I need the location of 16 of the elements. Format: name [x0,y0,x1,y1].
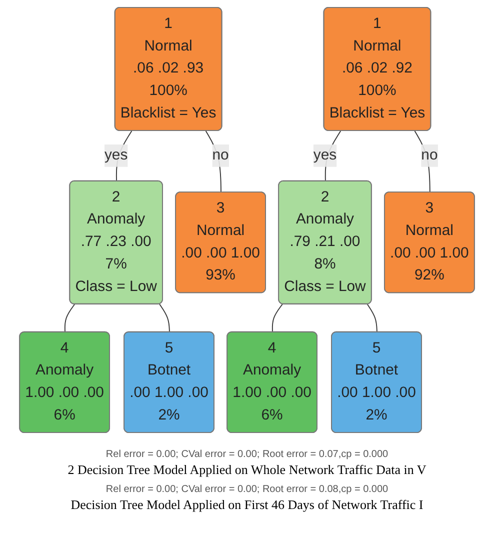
edge-label: no [212,147,229,164]
connector [205,130,222,193]
figure-caption: Decision Tree Model Applied on First 46 Days of Network Traffic I [70,497,424,513]
edge-label: no [421,147,438,164]
connector [414,130,430,193]
connector [64,304,76,333]
error-summary: Rel error = 0.00; CVal error = 0.00; Root error = 0.07,cp = 0.000 [104,449,390,460]
connector [159,304,170,333]
edge-label: yes [104,147,128,164]
edge-label: yes [313,147,337,164]
connector [272,304,283,333]
figure-caption: 2 Decision Tree Model Applied on Whole Network Traffic Data in V [66,462,428,478]
connector [324,130,342,182]
error-summary: Rel error = 0.00; CVal error = 0.00; Root error = 0.08,cp = 0.000 [104,484,390,495]
connector [116,130,132,182]
connector [366,304,378,333]
